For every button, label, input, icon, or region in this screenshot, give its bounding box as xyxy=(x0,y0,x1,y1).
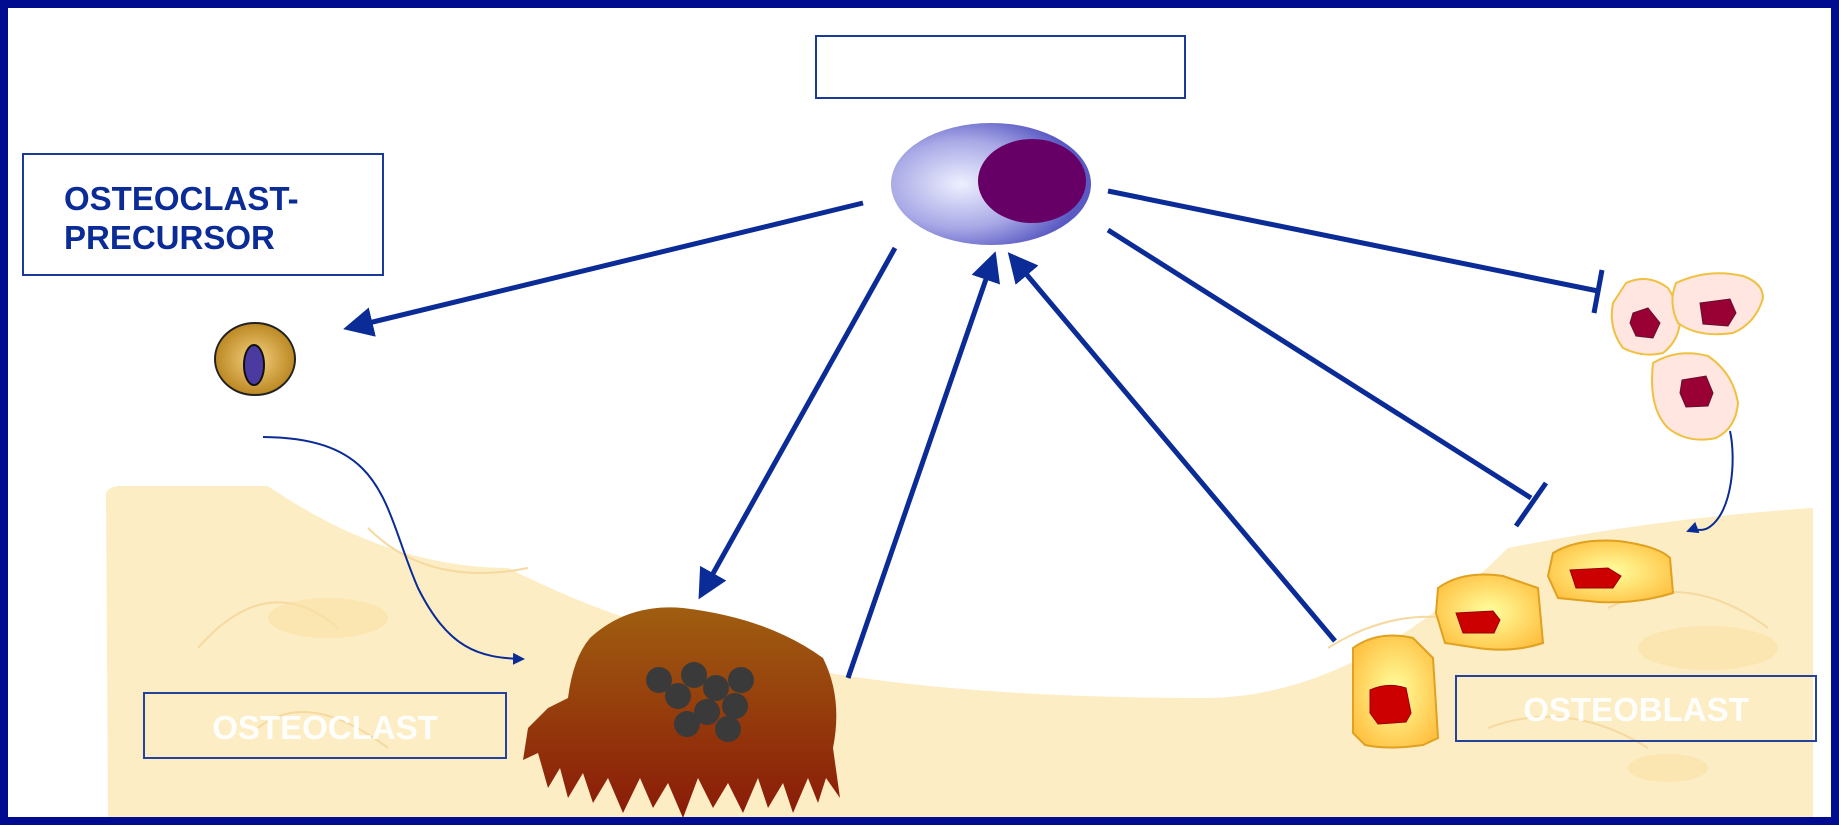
diagram-slide: OSTEOCLAST- PRECURSOR OSTEOCLAST OSTEOBL… xyxy=(8,8,1831,817)
arrow-from-osteoclast xyxy=(848,256,994,678)
inhibit-osteoblast-line xyxy=(1108,230,1531,498)
osteoblast-label: OSTEOBLAST xyxy=(1457,690,1815,729)
osteoclast-label: OSTEOCLAST xyxy=(145,708,505,747)
osteoclast-label-box: OSTEOCLAST xyxy=(143,692,507,759)
central-cell-icon xyxy=(891,123,1091,245)
precursor-label-line1: OSTEOCLAST- xyxy=(64,179,382,218)
osteoblast-label-box: OSTEOBLAST xyxy=(1455,675,1817,742)
bone-matrix xyxy=(106,486,1813,817)
arrow-to-osteoclast xyxy=(701,248,895,595)
lining-cell-icon xyxy=(1612,273,1763,439)
precursor-label-line2: PRECURSOR xyxy=(64,218,382,257)
precursor-cell-icon xyxy=(215,323,295,395)
top-label-box xyxy=(815,35,1186,99)
arrow-from-osteoblast xyxy=(1011,256,1335,641)
precursor-label-box: OSTEOCLAST- PRECURSOR xyxy=(22,153,384,276)
arrow-to-precursor xyxy=(348,203,863,328)
